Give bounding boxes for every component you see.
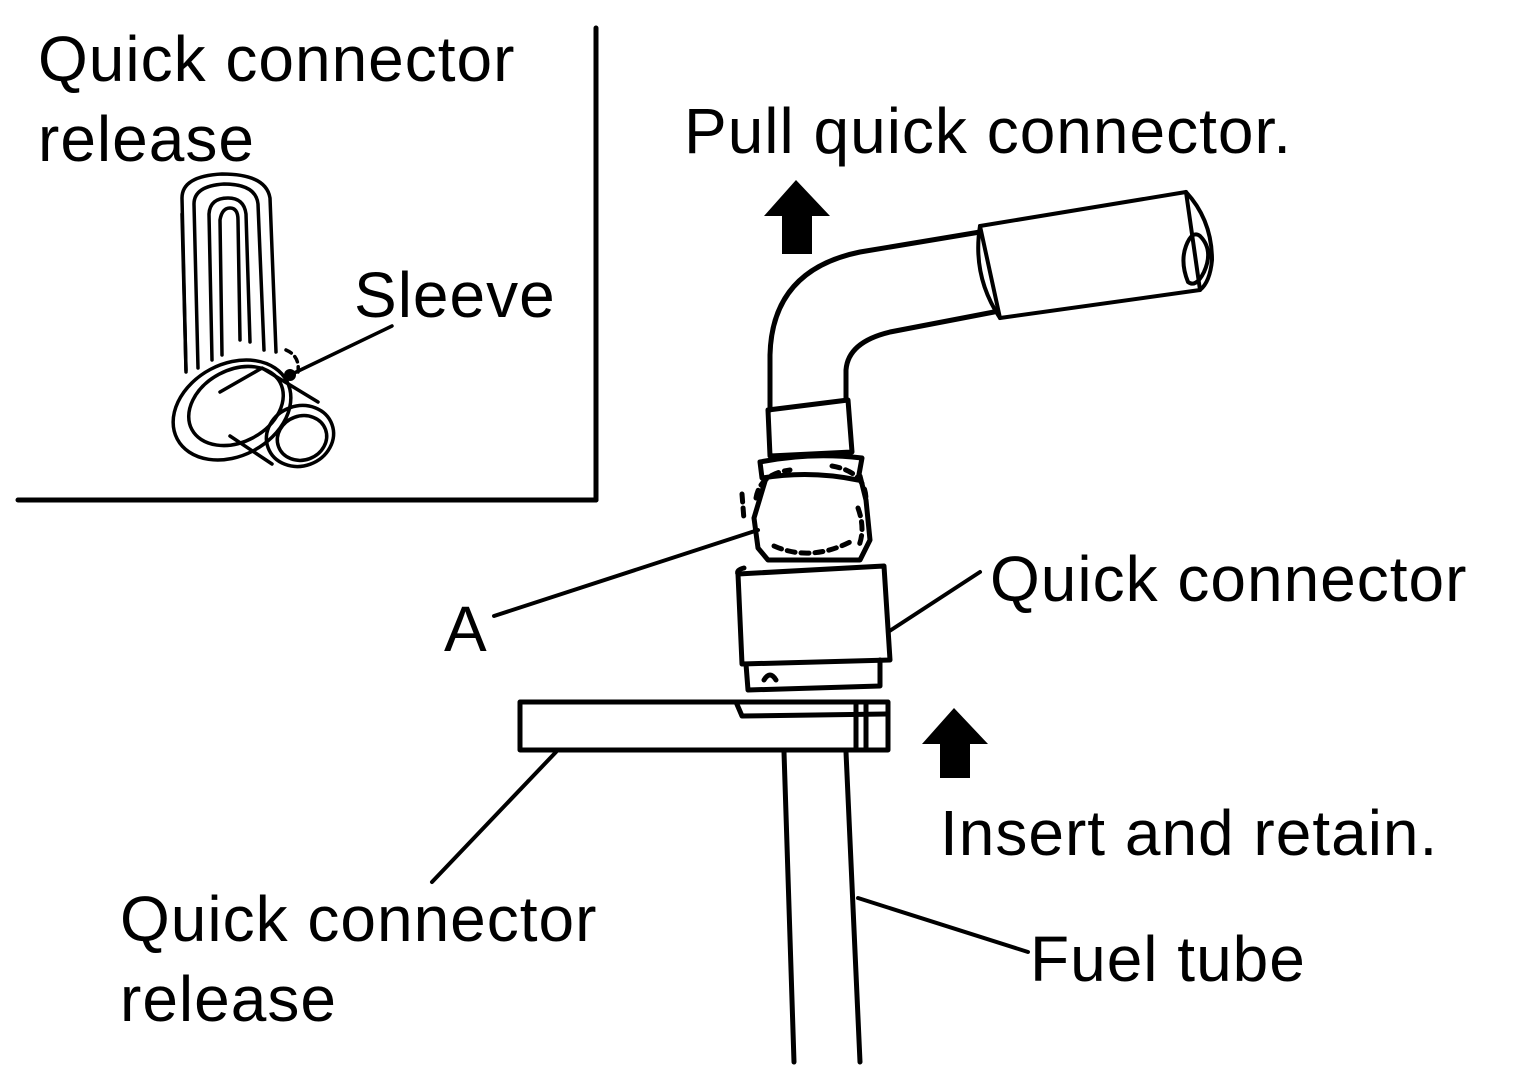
release-tool: [517, 699, 891, 753]
fuel-tube: [781, 749, 863, 1065]
insert-label: Insert and retain.: [940, 797, 1439, 869]
sleeve-label: Sleeve: [354, 259, 556, 331]
connector-body: [735, 397, 893, 693]
hose-end: [976, 190, 1214, 320]
sleeve-leader: [284, 324, 394, 381]
quick-connector-label: Quick connector: [990, 543, 1468, 615]
inset-release-clip: [171, 172, 336, 469]
release-label-line2: release: [120, 963, 337, 1035]
release-label-line1: Quick connector: [120, 883, 598, 955]
fuel-hose: [767, 229, 997, 413]
pull-label: Pull quick connector.: [684, 95, 1292, 167]
inset-release-label-line1: Quick connector: [38, 23, 516, 95]
pull-arrow-icon: [764, 180, 830, 254]
leader-lines: [430, 528, 1030, 954]
fuel-tube-label: Fuel tube: [1030, 923, 1306, 995]
inset-frame: [15, 25, 599, 503]
a-label: A: [444, 593, 488, 665]
inset-release-label-line2: release: [38, 103, 255, 175]
insert-arrow-icon: [922, 708, 988, 778]
